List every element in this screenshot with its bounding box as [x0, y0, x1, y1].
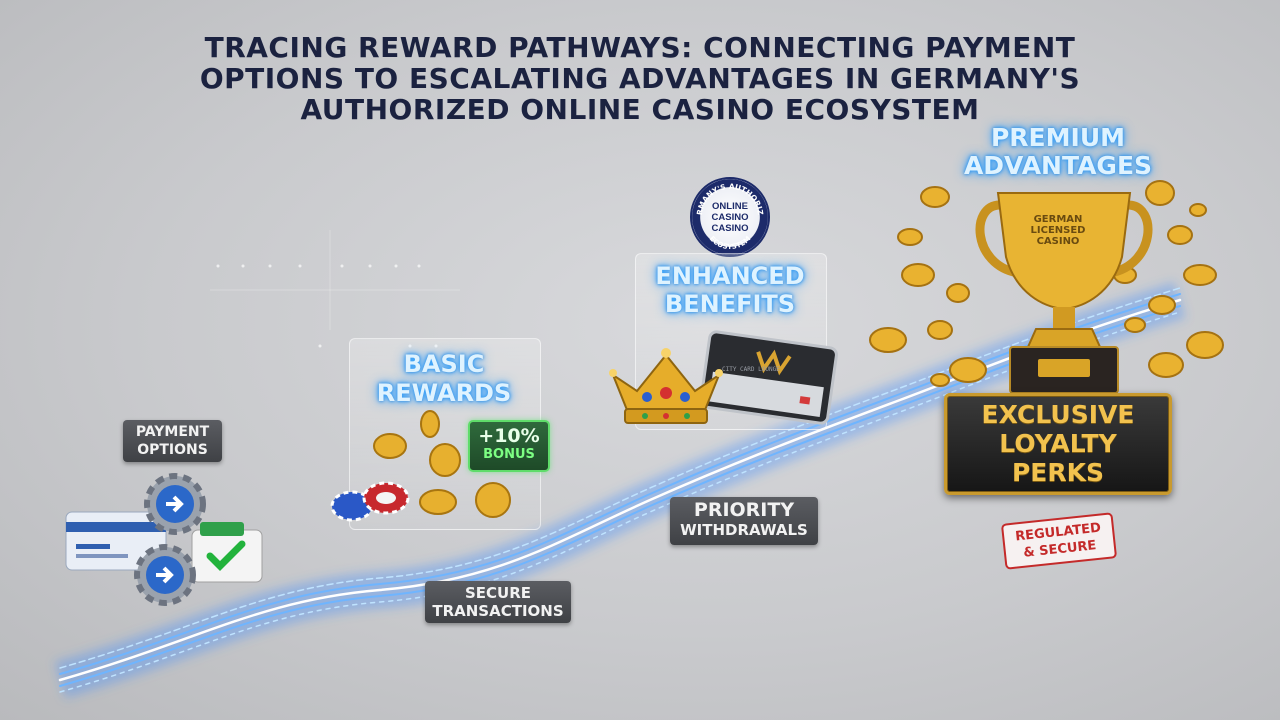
exclusive-line3: PERKS — [1011, 458, 1105, 487]
enhanced-benefits-line2: BENEFITS — [664, 290, 796, 318]
priority-withdrawals-line2: WITHDRAWALS — [680, 521, 808, 539]
secure-transactions-line2: TRANSACTIONS — [432, 602, 564, 620]
premium-advantages-line1: PREMIUM — [990, 123, 1125, 152]
exclusive-line1: EXCLUSIVE — [981, 400, 1135, 429]
payment-options-line2: OPTIONS — [137, 442, 208, 458]
coin-icon — [869, 180, 1224, 387]
trophy-line2: LICENSED — [1030, 225, 1086, 236]
page-title: TRACING REWARD PATHWAYS: CONNECTING PAYM… — [140, 32, 1140, 125]
trophy-inscription: GERMAN LICENSED CASINO — [1020, 214, 1096, 247]
secure-transactions-line1: SECURE — [464, 584, 532, 602]
casino-chip-icon — [330, 481, 410, 522]
authorized-seal: GERMANY'S AUTHORIZED ECOSYSTEM ONLINE CA… — [690, 177, 770, 257]
payment-options-label: PAYMENT OPTIONS — [123, 420, 222, 462]
seal-ring: GERMANY'S AUTHORIZED ECOSYSTEM — [692, 179, 765, 251]
credit-card-icon — [65, 511, 167, 571]
seal-ring-bottom: ECOSYSTEM — [708, 235, 753, 251]
priority-withdrawals-label: PRIORITY WITHDRAWALS — [670, 497, 818, 545]
title-text: TRACING REWARD PATHWAYS: CONNECTING PAYM… — [199, 31, 1081, 126]
exclusive-line2: LOYALTY — [999, 429, 1117, 458]
premium-advantages-title: PREMIUM ADVANTAGES — [930, 124, 1186, 180]
enhanced-benefits-title: ENHANCED BENEFITS — [635, 262, 825, 318]
coin-icon — [373, 410, 511, 518]
seal-center-text: ONLINE CASINO CASINO — [711, 201, 749, 234]
enhanced-benefits-line1: ENHANCED — [655, 262, 805, 290]
crown-icon — [609, 348, 723, 424]
trophy-line3: CASINO — [1036, 236, 1080, 247]
basic-rewards-line1: BASIC — [403, 350, 485, 378]
trophy-icon — [975, 192, 1153, 394]
basic-rewards-title: BASIC REWARDS — [349, 350, 539, 408]
wallet-icon — [191, 522, 263, 583]
payment-icons — [65, 473, 263, 606]
basic-rewards-line2: REWARDS — [376, 379, 512, 407]
exclusive-loyalty-perks-plaque: EXCLUSIVE LOYALTY PERKS — [944, 393, 1172, 495]
gear-icon — [134, 544, 196, 606]
bonus-label: BONUS — [483, 447, 535, 462]
coins-and-chips — [330, 410, 511, 522]
vip-card-icon — [699, 330, 838, 425]
bonus-percent: +10% — [478, 425, 540, 447]
payment-options-line1: PAYMENT — [135, 424, 210, 440]
crown-and-card — [609, 330, 838, 425]
secure-transactions-label: SECURE TRANSACTIONS — [425, 581, 571, 623]
trophy-and-coins — [869, 180, 1224, 394]
card-text: CITY CARD LOUNGE — [722, 366, 780, 373]
svg-text:ECOSYSTEM: ECOSYSTEM — [708, 235, 753, 251]
gear-icon — [144, 473, 206, 535]
premium-advantages-line2: ADVANTAGES — [963, 151, 1153, 180]
priority-withdrawals-line1: PRIORITY — [693, 499, 795, 521]
bonus-badge: +10% BONUS — [468, 420, 550, 472]
trophy-line1: GERMAN — [1033, 214, 1083, 225]
